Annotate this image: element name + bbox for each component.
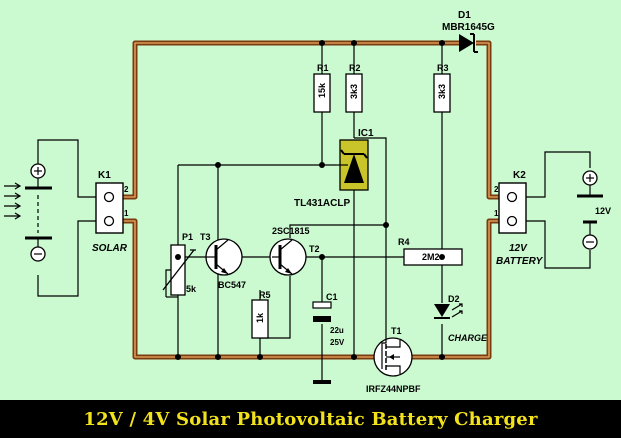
schematic-area: K1 2 1 SOLAR D1 MBR1645G [0,0,621,400]
battery-symbol: 12V [526,151,611,269]
mosfet-t1: T1 IRFZ44NPBF [366,326,421,394]
r5-value: 1k [255,312,265,323]
transistor-t2: 2SC1815 T2 [269,226,320,276]
capacitor-c1: C1 22u 25V [312,292,345,384]
battery-voltage: 12V [595,206,611,216]
k1-pin2: 2 [124,185,129,194]
k1-label: SOLAR [92,243,128,254]
k2-ref: K2 [513,170,526,181]
t2-part: 2SC1815 [272,226,310,236]
k2-label2: BATTERY [496,256,544,267]
c1-value1: 22u [330,326,344,335]
p1-ref: P1 [182,232,193,242]
solar-panel-symbol [4,139,96,297]
ic1-ref: IC1 [358,128,374,139]
transistor-t3: T3 BC547 [200,232,246,290]
r2-ref: R2 [349,63,361,73]
k2-pin1: 1 [494,209,499,218]
d2-ref: D2 [448,294,460,304]
k1-pin1: 1 [124,209,129,218]
connector-k1: K1 2 1 SOLAR [92,170,129,254]
schematic-diagram: K1 2 1 SOLAR D1 MBR1645G [4,10,611,394]
positive-rail [123,40,499,200]
resistor-r2: R2 3k3 [345,63,363,113]
c1-ref: C1 [326,292,338,302]
title-bar: 12V / 4V Solar Photovoltaic Battery Char… [0,400,621,438]
diode-d1: D1 MBR1645G [442,10,495,53]
potentiometer-p1: P1 5k [162,232,197,296]
d2-label: CHARGE [448,333,488,343]
t3-part: BC547 [218,280,246,290]
d1-part: MBR1645G [442,22,495,33]
c1-value2: 25V [330,338,345,347]
ic1-part: TL431ACLP [294,198,350,209]
junction-dots [175,40,445,360]
t1-ref: T1 [391,326,402,336]
connector-k2: K2 2 1 12V BATTERY [494,170,544,267]
resistor-r3: R3 3k3 [433,63,451,113]
negative-rail [123,218,499,360]
resistor-r1: R1 15k [313,63,331,113]
p1-value: 5k [186,284,197,294]
r2-value: 3k3 [349,84,359,99]
r3-ref: R3 [437,63,449,73]
r1-value: 15k [317,82,327,98]
t2-ref: T2 [309,244,320,254]
r5-ref: R5 [259,290,271,300]
d1-ref: D1 [458,10,471,21]
r3-value: 3k3 [437,84,447,99]
r1-ref: R1 [317,63,329,73]
r4-value: 2M2 [422,252,440,262]
resistor-r5: R5 1k [251,290,271,339]
t1-part: IRFZ44NPBF [366,384,421,394]
k2-label: 12V [509,243,528,254]
t3-ref: T3 [200,232,211,242]
k1-ref: K1 [98,170,111,181]
led-d2: D2 CHARGE [434,294,488,343]
ic1-tl431: IC1 TL431ACLP [294,128,374,209]
k2-pin2: 2 [494,185,499,194]
page-title: 12V / 4V Solar Photovoltaic Battery Char… [83,408,538,430]
r4-ref: R4 [398,237,410,247]
light-arrows-icon [4,182,22,220]
resistor-r4: R4 2M2 [398,237,463,266]
